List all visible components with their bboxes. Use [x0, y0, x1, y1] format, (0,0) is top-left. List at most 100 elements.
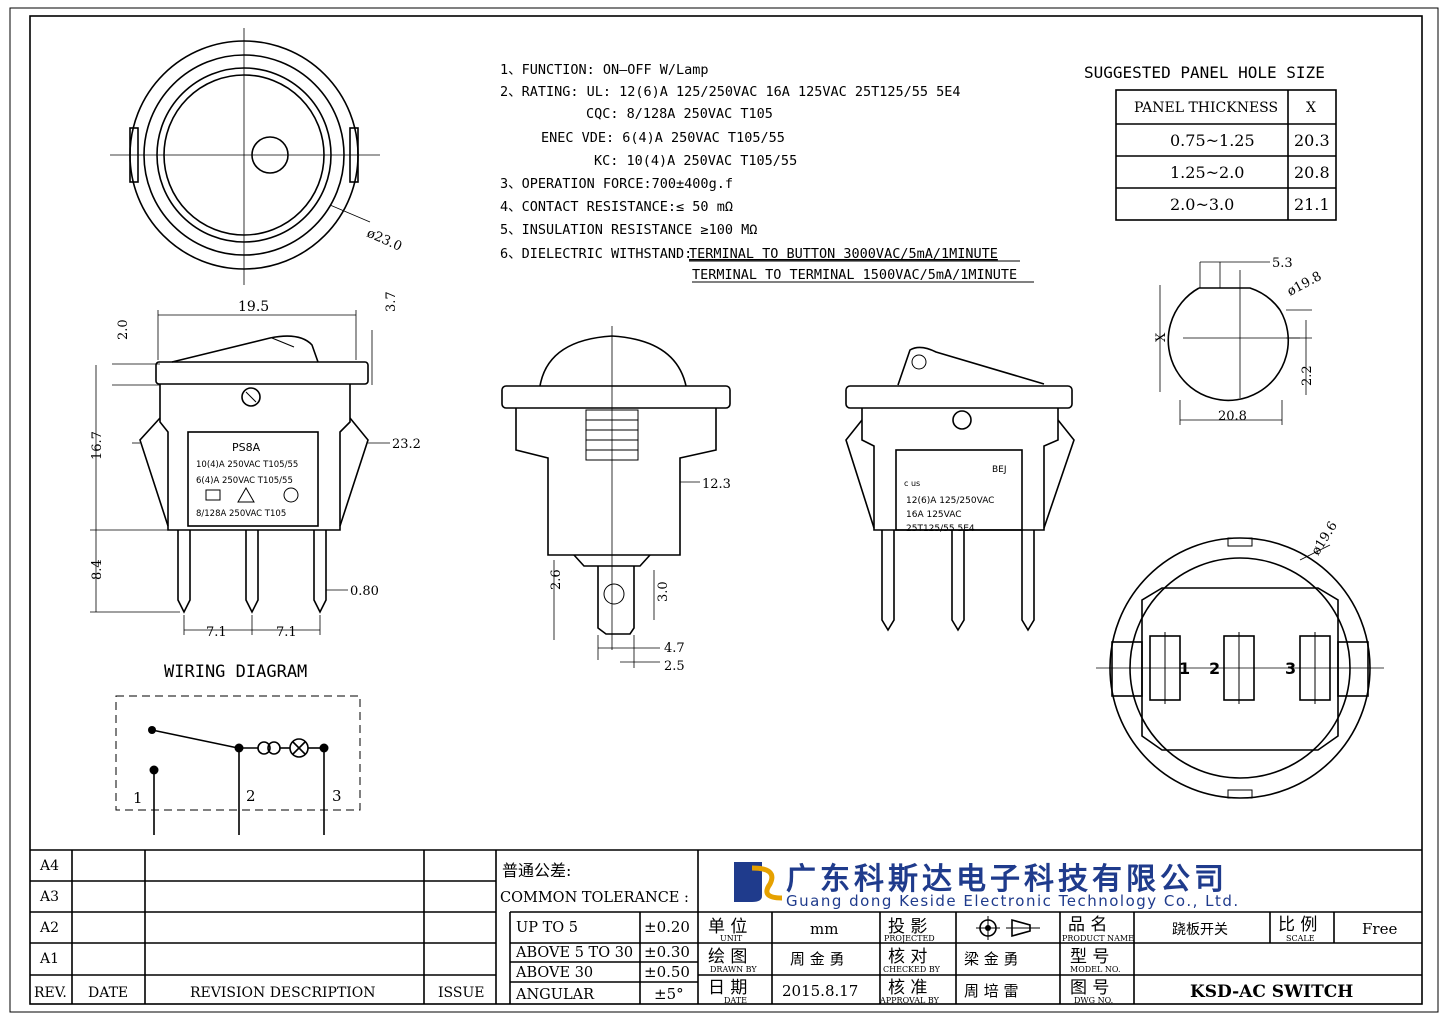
dim-side-2-6: 2.6: [549, 569, 564, 590]
tolerance-row1-range: UP TO 5: [516, 920, 578, 936]
panel-hole-table: SUGGESTED PANEL HOLE SIZE PANEL THICKNES…: [1084, 63, 1337, 221]
drawing-number-label-en: DWG NO.: [1074, 996, 1113, 1005]
scale-label-en: SCALE: [1286, 934, 1315, 943]
dim-hole-19-8: ø19.8: [1285, 269, 1325, 300]
drawn-by-value: 周 金 勇: [790, 950, 845, 968]
bottom-view: 1 2 3 ø19.6: [1096, 519, 1384, 799]
wiring-title: WIRING DIAGRAM: [164, 662, 307, 682]
approval-label-en: APPROVAL BY: [879, 996, 940, 1005]
date-label-en: DATE: [724, 996, 747, 1005]
product-name-label-cn: 品 名: [1068, 915, 1107, 935]
wiring-terminal-1: 1: [133, 789, 143, 807]
dim-23-2: 23.2: [392, 437, 421, 452]
rev-header-issue: ISSUE: [438, 985, 484, 1001]
panel-hole-row2-x: 20.8: [1294, 163, 1330, 182]
drawing-number-label-cn: 图 号: [1070, 978, 1109, 998]
spec-dielectric: 6、DIELECTRIC WITHSTAND:: [500, 246, 692, 262]
approval-label-cn: 核 准: [888, 978, 927, 998]
spec-contact-resistance: 4、CONTACT RESISTANCE:≤ 50 mΩ: [500, 199, 733, 215]
front-rating-1: 10(4)A 250VAC T105/55: [196, 460, 298, 470]
spec-operation-force: 3、OPERATION FORCE:700±400g.f: [500, 176, 733, 192]
back-label-rating-2: 16A 125VAC: [906, 510, 962, 520]
dim-bottom-19-6: ø19.6: [1309, 519, 1341, 558]
panel-hole-row3-thickness: 2.0~3.0: [1170, 195, 1234, 214]
dim-3-7: 3.7: [384, 291, 399, 312]
rev-header-date: DATE: [88, 985, 128, 1001]
spec-rating-kc: KC: 10(4)A 250VAC T105/55: [594, 153, 797, 169]
projection-symbol-icon: [976, 916, 1040, 940]
dim-8-4: 8.4: [90, 559, 105, 580]
approval-value: 周 培 雷: [964, 982, 1019, 1000]
scale-value: Free: [1362, 920, 1397, 938]
tolerance-row4-value: ±5°: [654, 985, 684, 1003]
unit-label-en: UNIT: [720, 934, 743, 943]
rev-header-rev: REV.: [34, 985, 67, 1001]
spec-function: 1、FUNCTION: ON–OFF W/Lamp: [500, 62, 709, 78]
tolerance-row1-value: ±0.20: [644, 918, 690, 936]
front-model-label: PS8A: [232, 441, 261, 454]
dim-0-80: 0.80: [350, 584, 379, 599]
spec-insulation-resistance: 5、INSULATION RESISTANCE ≥100 MΩ: [500, 222, 757, 238]
panel-hole-row3-x: 21.1: [1294, 195, 1330, 214]
top-view: ø23.0: [110, 28, 404, 285]
dim-hole-2-2: 2.2: [1300, 365, 1315, 386]
dim-side-12-3: 12.3: [702, 477, 731, 492]
tolerance-row4-range: ANGULAR: [515, 987, 595, 1003]
back-view: BEJ c us 12(6)A 125/250VAC 16A 125VAC 25…: [845, 346, 1075, 632]
rev-row-a1: A1: [39, 951, 59, 967]
checked-by-label-en: CHECKED BY: [883, 965, 941, 974]
tolerance-title-cn: 普通公差:: [502, 861, 571, 880]
model-label-cn: 型 号: [1070, 947, 1109, 967]
outer-frame: [9, 7, 1439, 1013]
panel-hole-row1-thickness: 0.75~1.25: [1170, 131, 1255, 150]
panel-hole-title: SUGGESTED PANEL HOLE SIZE: [1084, 63, 1325, 82]
dim-hole-5-3: 5.3: [1272, 256, 1293, 271]
rev-header-description: REVISION DESCRIPTION: [190, 985, 376, 1001]
panel-hole-header-x: X: [1306, 100, 1316, 116]
dim-side-4-7: 4.7: [664, 641, 685, 656]
scale-label-cn: 比 例: [1278, 915, 1317, 935]
rev-row-a2: A2: [39, 920, 59, 936]
dim-7-1-b: 7.1: [276, 625, 297, 640]
dim-side-2-5: 2.5: [664, 659, 685, 674]
spec-rating-cqc: CQC: 8/128A 250VAC T105: [586, 106, 773, 122]
projection-label-en: PROJECTED: [884, 934, 935, 943]
dim-diameter-23: ø23.0: [364, 226, 404, 255]
unit-value: mm: [810, 920, 838, 938]
company-name-cn: 广东科斯达电子科技有限公司: [786, 862, 1228, 897]
tolerance-row2-range: ABOVE 5 TO 30: [515, 945, 633, 961]
unit-label-cn: 单 位: [708, 917, 747, 937]
company-name-en: Guang dong Keside Electronic Technology …: [786, 892, 1240, 910]
front-rating-2: 6(4)A 250VAC T105/55: [196, 476, 293, 486]
title-block: A4 A3 A2 A1 REV. DATE REVISION DESCRIPTI…: [30, 849, 1422, 1005]
panel-hole-row1-x: 20.3: [1294, 131, 1330, 150]
spec-dielectric-button: TERMINAL TO BUTTON 3000VAC/5mA/1MINUTE: [689, 246, 998, 262]
tolerance-row2-value: ±0.30: [644, 943, 690, 961]
inner-frame: [29, 15, 1423, 1005]
spec-rating-enec: ENEC VDE: 6(4)A 250VAC T105/55: [541, 130, 785, 146]
product-name-label-en: PRODUCT NAME: [1062, 934, 1134, 943]
side-view: 12.3 2.6 3.0 4.7 2.5: [501, 326, 731, 674]
specifications: 1、FUNCTION: ON–OFF W/Lamp 2、RATING: UL: …: [500, 62, 1034, 283]
panel-hole-header-thickness: PANEL THICKNESS: [1134, 100, 1278, 116]
wiring-terminal-2: 2: [246, 787, 256, 805]
product-name-value: 跷板开关: [1172, 921, 1228, 938]
drawing-number-value: KSD-AC SWITCH: [1190, 982, 1353, 1002]
front-rating-3: 8/128A 250VAC T105: [196, 509, 286, 519]
front-view: 19.5 3.7 2.0 PS8A 10(4)A 250VAC T105/55 …: [90, 291, 421, 640]
company-logo-icon: [734, 862, 783, 902]
rev-row-a3: A3: [39, 889, 59, 905]
bottom-terminal-2: 2: [1209, 659, 1220, 678]
date-label-cn: 日 期: [708, 978, 747, 998]
date-value: 2015.8.17: [782, 982, 858, 1000]
dim-7-1-a: 7.1: [206, 625, 227, 640]
panel-hole-shape: 5.3 ø19.8 X 2.2 20.8: [1154, 256, 1324, 425]
dim-19-5: 19.5: [238, 299, 269, 315]
back-label-code: BEJ: [992, 465, 1007, 475]
spec-dielectric-terminal: TERMINAL TO TERMINAL 1500VAC/5mA/1MINUTE: [692, 267, 1017, 283]
back-label-ul-mark: c us: [904, 479, 920, 488]
panel-hole-row2-thickness: 1.25~2.0: [1170, 163, 1244, 182]
wiring-terminal-3: 3: [332, 787, 342, 805]
dim-2-0: 2.0: [116, 319, 131, 340]
